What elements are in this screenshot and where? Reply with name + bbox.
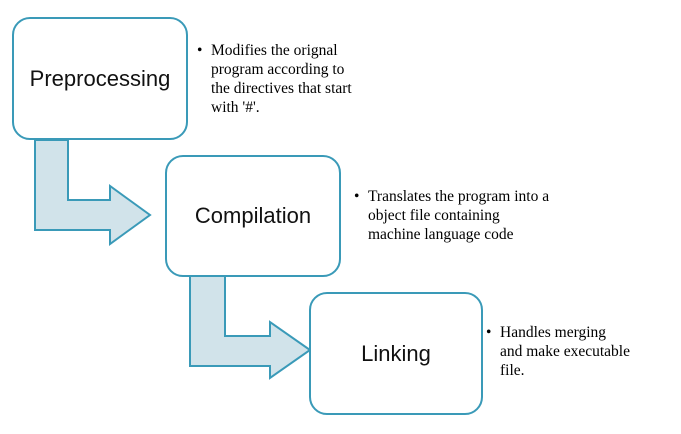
stage-preprocessing: Preprocessing bbox=[12, 17, 188, 140]
arrow-preprocessing-to-compilation bbox=[34, 139, 152, 246]
description-line: program according to bbox=[211, 61, 345, 78]
stage-compilation: Compilation bbox=[165, 155, 341, 277]
compilation-description: • Translates the program into a object f… bbox=[354, 187, 549, 244]
bullet: • bbox=[354, 188, 360, 205]
stage-preprocessing-label: Preprocessing bbox=[29, 65, 171, 91]
bullet: • bbox=[197, 42, 203, 59]
description-line: object file containing bbox=[368, 207, 500, 224]
linking-description: • Handles merging and make executable fi… bbox=[486, 323, 630, 380]
description-line: with '#'. bbox=[211, 99, 260, 116]
description-line: Translates the program into a bbox=[368, 188, 550, 205]
description-line: Modifies the orignal bbox=[211, 42, 338, 59]
stage-linking-label: Linking bbox=[361, 340, 431, 366]
description-line: file. bbox=[500, 362, 525, 379]
stage-compilation-label: Compilation bbox=[194, 203, 312, 228]
description-line: machine language code bbox=[368, 226, 514, 243]
preprocessing-description: • Modifies the orignal program according… bbox=[197, 41, 352, 117]
description-line: the directives that start bbox=[211, 80, 352, 97]
stage-linking: Linking bbox=[309, 292, 483, 415]
preprocessing-description-item: • Modifies the orignal program according… bbox=[197, 41, 352, 117]
description-line: and make executable bbox=[500, 343, 630, 360]
linking-description-item: • Handles merging and make executable fi… bbox=[486, 323, 630, 380]
description-line: Handles merging bbox=[500, 324, 607, 341]
compilation-description-item: • Translates the program into a object f… bbox=[354, 187, 549, 244]
arrow-compilation-to-linking bbox=[189, 275, 312, 380]
bullet: • bbox=[486, 324, 492, 341]
